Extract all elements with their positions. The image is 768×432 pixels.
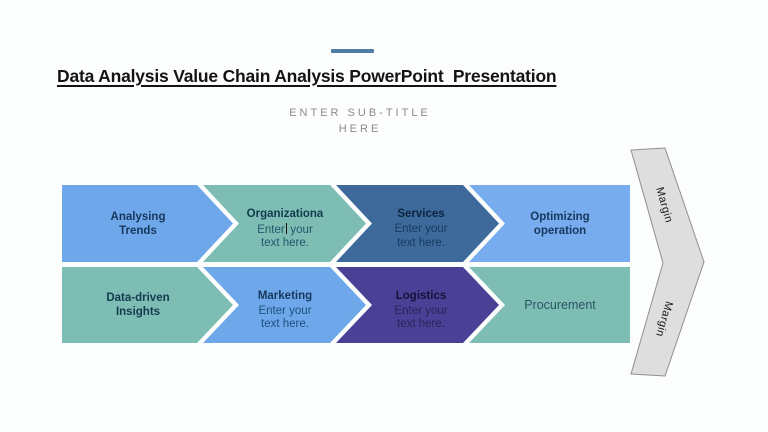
shape-optimizing-operation[interactable]	[469, 185, 630, 262]
cell-procurement[interactable]: Procurement	[490, 267, 630, 343]
cell-services[interactable]: Services Enter your text here.	[351, 185, 491, 262]
cell-body-line: Enter your	[394, 223, 448, 235]
cell-organizational[interactable]: Organizationa Enter your text here.	[215, 185, 355, 262]
cell-data-driven-insights[interactable]: Data-driven Insights	[68, 267, 208, 343]
cell-title-line: Insights	[115, 306, 161, 318]
cell-body-line: Enter your	[258, 304, 312, 317]
margin-band-shape[interactable]	[630, 147, 705, 377]
cell-logistics[interactable]: Logistics Enter your text here.	[351, 267, 491, 343]
subtitle-line-2: HERE	[338, 123, 382, 135]
cell-title-line: Organizationa	[246, 207, 324, 220]
cell-body-line: text here.	[397, 236, 445, 249]
subtitle-line-1: ENTER SUB-TITLE	[289, 107, 431, 119]
shape-analysing-trends[interactable]	[62, 185, 233, 262]
shape-marketing[interactable]	[203, 267, 366, 343]
text-cursor	[285, 222, 288, 234]
body-text-after-cursor: your	[290, 223, 313, 236]
cell-analysing-trends[interactable]: Analysing Trends	[68, 185, 208, 262]
title-accent-bar	[331, 49, 374, 53]
cell-title-line: operation	[533, 224, 587, 237]
cell-optimizing-operation[interactable]: Optimizing operation	[490, 185, 630, 262]
cell-body-line: text here.	[397, 318, 445, 330]
cell-body-line: text here.	[261, 237, 309, 249]
slide-title[interactable]: Data Analysis Value Chain Analysis Power…	[57, 66, 557, 86]
cell-body-line: Enter your	[257, 222, 313, 238]
cell-title-line: Trends	[119, 224, 157, 237]
body-text-before-cursor: Enter	[257, 223, 285, 236]
cell-body: Enter your text here.	[258, 305, 311, 332]
cell-body: Enter your text here.	[394, 223, 447, 250]
cell-title-line: Analysing	[110, 210, 166, 223]
cell-body: Enter your text here.	[257, 222, 313, 251]
shape-logistics[interactable]	[336, 267, 499, 343]
shape-data-driven-insights[interactable]	[62, 267, 233, 343]
shape-organizational[interactable]	[203, 185, 366, 262]
cell-title-line: Logistics	[395, 289, 447, 302]
cell-title-line: Procurement	[524, 298, 596, 312]
cell-body-line: Enter your	[394, 304, 448, 317]
cell-title-line: Services	[397, 208, 445, 220]
cell-body-line: text here.	[261, 318, 309, 330]
cell-title-line: Data-driven	[106, 292, 170, 304]
shape-services[interactable]	[336, 185, 499, 262]
subtitle-placeholder[interactable]: ENTER SUB-TITLE HERE	[260, 105, 460, 137]
cell-body: Enter your text here.	[394, 305, 447, 332]
shape-procurement[interactable]	[469, 267, 630, 343]
cell-title-line: Marketing	[257, 289, 313, 302]
cell-marketing[interactable]: Marketing Enter your text here.	[215, 267, 355, 343]
cell-title-line: Optimizing	[530, 210, 590, 223]
